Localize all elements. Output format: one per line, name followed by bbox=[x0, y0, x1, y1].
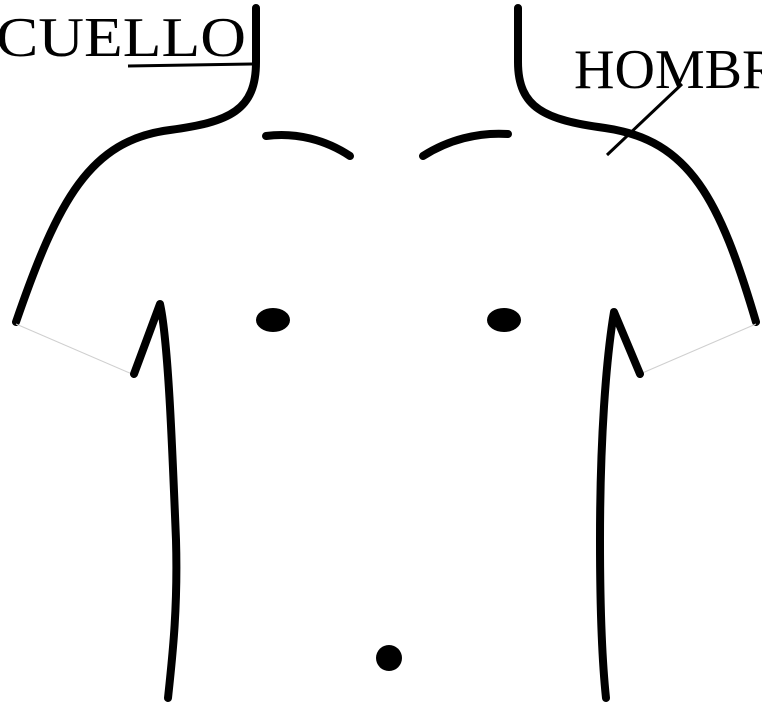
neck-label: CUELLO bbox=[0, 7, 246, 69]
left-torso-side bbox=[134, 304, 176, 698]
right-sleeve-edge bbox=[640, 324, 756, 374]
right-collarbone bbox=[423, 134, 508, 156]
left-collarbone bbox=[266, 135, 350, 156]
navel bbox=[376, 645, 402, 671]
shoulder-label-group: HOMBRO bbox=[574, 39, 762, 155]
right-nipple bbox=[487, 308, 521, 332]
shoulder-label: HOMBRO bbox=[574, 39, 762, 101]
left-nipple bbox=[256, 308, 290, 332]
neck-leader-line bbox=[128, 64, 252, 66]
neck-label-group: CUELLO bbox=[0, 7, 252, 69]
left-sleeve-edge bbox=[16, 324, 132, 374]
right-torso-side bbox=[600, 312, 640, 698]
